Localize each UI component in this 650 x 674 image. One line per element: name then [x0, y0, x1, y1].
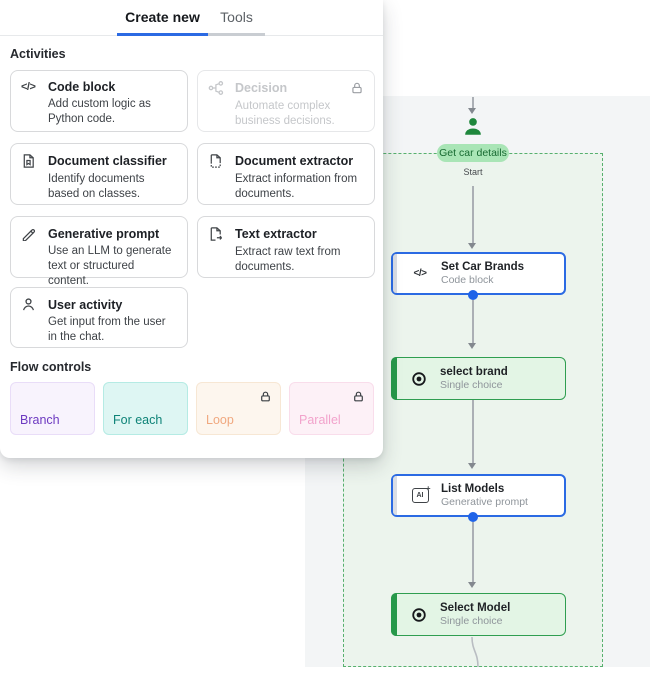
create-new-panel: Create new Tools Activities </> Code blo… [0, 0, 383, 458]
node-subtitle: Code block [441, 274, 494, 287]
node-subtitle: Single choice [440, 379, 503, 392]
card-description: Automate complex business decisions. [235, 100, 335, 128]
chip-label: Parallel [299, 413, 341, 427]
node-title: Set Car Brands [441, 260, 525, 273]
flow-control-for-each[interactable]: For each [103, 382, 188, 435]
edge-4 [472, 522, 474, 582]
inactive-tab-indicator [208, 33, 265, 36]
start-label: Start [463, 167, 483, 177]
activity-card-decision[interactable]: Decision Automate complex business decis… [197, 70, 375, 132]
flow-controls-section-label: Flow controls [10, 360, 92, 374]
card-title: Decision [235, 81, 288, 95]
lock-icon [259, 390, 272, 403]
radio-icon [408, 371, 430, 387]
card-description: Use an LLM to generate text or structure… [48, 245, 172, 288]
tab-create-new[interactable]: Create new [125, 8, 200, 25]
lock-icon [352, 390, 365, 403]
node-title: select brand [440, 365, 508, 378]
node-title: Select Model [440, 601, 511, 614]
arrowhead-2 [468, 343, 476, 349]
edge-3 [472, 400, 474, 463]
code-icon: </> [21, 81, 36, 93]
lock-icon [350, 81, 364, 95]
node-subtitle: Generative prompt [441, 496, 528, 509]
node-select-brand[interactable]: select brand Single choice [391, 357, 566, 400]
radio-icon [408, 607, 430, 623]
card-title: Text extractor [235, 227, 317, 241]
activity-card-text-extractor[interactable]: Text extractor Extract raw text from doc… [197, 216, 375, 278]
start-person-icon[interactable] [462, 115, 484, 138]
node-title: List Models [441, 482, 505, 495]
activity-card-code-block[interactable]: </> Code block Add custom logic as Pytho… [10, 70, 188, 132]
connector-handle[interactable] [468, 290, 478, 300]
card-title: User activity [48, 297, 123, 312]
activity-card-user-activity[interactable]: User activity Get input from the user in… [10, 287, 188, 348]
card-description: Extract information from documents. [235, 173, 358, 201]
card-description: Add custom logic as Python code. [48, 98, 151, 126]
connector-handle[interactable] [468, 512, 478, 522]
card-description: Identify documents based on classes. [48, 173, 145, 201]
edge-top [472, 97, 474, 109]
text-extractor-icon [208, 226, 225, 242]
arrowhead-3 [468, 463, 476, 469]
document-classifier-icon [21, 153, 38, 169]
workflow-name-badge[interactable]: Get car details [437, 144, 509, 162]
chip-label: Loop [206, 413, 234, 427]
ai-sparkle-icon: AI + [409, 484, 431, 503]
card-title: Document extractor [235, 154, 354, 168]
chip-label: For each [113, 413, 163, 427]
node-subtitle: Single choice [440, 615, 503, 628]
document-extractor-icon [208, 153, 225, 169]
flow-control-branch[interactable]: Branch [10, 382, 95, 435]
active-tab-indicator [117, 33, 208, 36]
activity-card-generative-prompt[interactable]: Generative prompt Use an LLM to generate… [10, 216, 188, 287]
panel-tabbar: Create new Tools [0, 0, 383, 36]
activity-card-document-extractor[interactable]: Document extractor Extract information f… [197, 143, 375, 205]
card-description: Extract raw text from documents. [235, 246, 341, 274]
edge-5-curve [471, 637, 479, 667]
user-icon [21, 297, 38, 312]
activities-section-label: Activities [10, 47, 66, 61]
node-select-model[interactable]: Select Model Single choice [391, 593, 566, 636]
arrowhead-1 [468, 243, 476, 249]
card-title: Generative prompt [48, 226, 160, 241]
generative-prompt-icon [21, 226, 38, 241]
arrowhead-4 [468, 582, 476, 588]
decision-icon [208, 80, 225, 96]
chip-label: Branch [20, 413, 60, 427]
node-list-models[interactable]: AI + List Models Generative prompt [391, 474, 566, 517]
activity-card-document-classifier[interactable]: Document classifier Identify documents b… [10, 143, 188, 205]
arrowhead-top [468, 108, 476, 114]
card-title: Document classifier [48, 154, 167, 168]
card-title: Code block [48, 80, 116, 94]
code-icon: </> [413, 268, 427, 279]
card-description: Get input from the user in the chat. [48, 316, 166, 344]
node-set-car-brands[interactable]: </> Set Car Brands Code block [391, 252, 566, 295]
flow-control-parallel[interactable]: Parallel [289, 382, 374, 435]
edge-1 [472, 186, 474, 243]
edge-2 [472, 300, 474, 343]
flow-control-loop[interactable]: Loop [196, 382, 281, 435]
tab-tools[interactable]: Tools [220, 8, 253, 25]
